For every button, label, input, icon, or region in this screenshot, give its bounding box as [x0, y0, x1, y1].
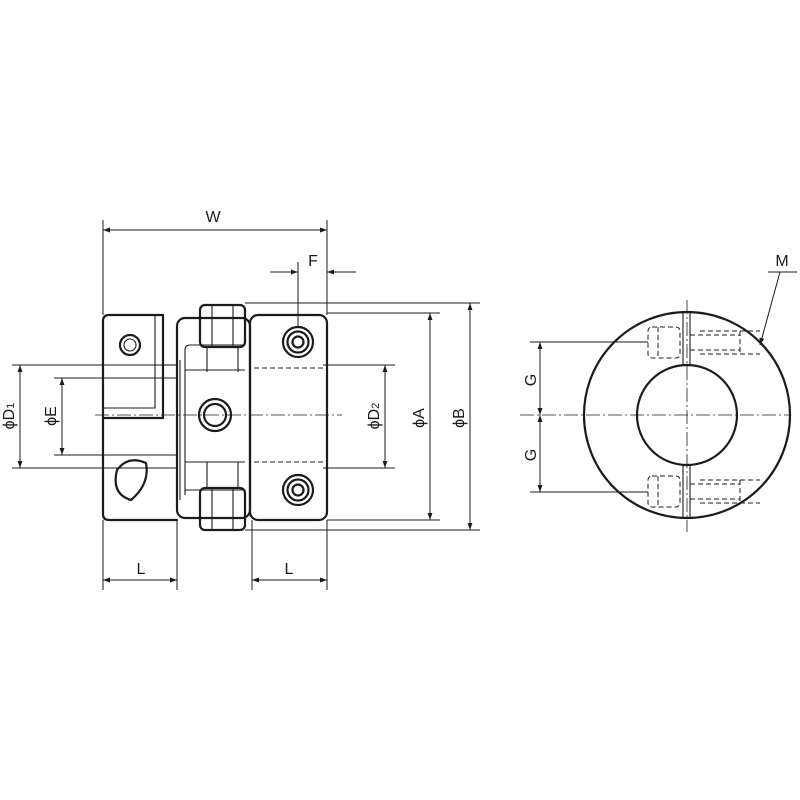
dim-g-bottom-label: G	[523, 449, 540, 461]
right-hub-bottom-socket-screw	[281, 473, 315, 507]
dim-l-left-label: L	[137, 561, 146, 578]
dim-w-label: W	[205, 209, 221, 226]
top-socket-inner	[291, 335, 305, 349]
bottom-socket-outer	[281, 473, 315, 507]
left-hub-teardrop-hole	[114, 459, 148, 502]
bottom-screw-head-hidden	[647, 475, 681, 508]
dim-l-right-label: L	[285, 561, 294, 578]
dim-e-label: ϕE	[43, 406, 60, 426]
right-hub-top-socket-screw	[281, 325, 315, 359]
end-bore-circle	[635, 363, 739, 467]
dim-d2-sub: 2	[370, 403, 382, 409]
center-pin-hole	[197, 397, 233, 433]
end-view: G G M	[520, 253, 797, 532]
dim-a-label: ϕA	[411, 408, 428, 428]
top-socket-middle	[286, 330, 310, 354]
right-hub-outline	[248, 313, 329, 522]
top-bolt-head	[198, 303, 247, 349]
bottom-clamp-bolt	[198, 462, 247, 532]
dim-f-label: F	[308, 253, 318, 270]
bottom-bolt-head	[198, 486, 247, 532]
dim-d1-main: ϕD	[1, 409, 18, 430]
dim-g-top-label: G	[523, 374, 540, 386]
end-dimensions: G G M	[523, 253, 797, 492]
dim-m-leader	[759, 271, 781, 346]
dim-m-label: M	[775, 253, 788, 270]
middle-disc	[175, 303, 252, 532]
center-pin-hole-inner	[202, 402, 228, 428]
dim-b-label: ϕB	[451, 408, 468, 428]
top-screw-head-hidden	[647, 326, 681, 359]
left-hub-slit	[103, 315, 156, 409]
end-extension-lines	[530, 341, 648, 493]
side-view: W F ϕD1 ϕE ϕD2 ϕA ϕB L L	[1, 209, 480, 590]
end-top-screw-hidden	[647, 326, 760, 359]
bottom-socket-middle	[286, 478, 310, 502]
top-clamp-bolt	[198, 303, 247, 372]
right-hub	[248, 313, 329, 522]
middle-disc-inner-frame	[184, 344, 245, 495]
end-split-slit	[682, 312, 691, 518]
side-extension-lines	[12, 220, 480, 590]
left-hub-screw-hole	[118, 333, 142, 357]
left-hub-lower-outline	[101, 416, 179, 522]
dim-d2-label: ϕD2	[366, 403, 383, 430]
side-dimensions: W F ϕD1 ϕE ϕD2 ϕA ϕB L L	[1, 209, 473, 583]
dim-d1-label: ϕD1	[1, 403, 18, 430]
left-hub-screw-hole-inner	[123, 338, 137, 352]
dim-d1-sub: 1	[5, 403, 17, 409]
end-outer-circle	[582, 310, 792, 520]
left-hub-upper-outline	[101, 313, 165, 420]
bottom-socket-inner	[291, 483, 305, 497]
dim-d2-main: ϕD	[366, 409, 383, 430]
left-hub	[101, 313, 179, 522]
